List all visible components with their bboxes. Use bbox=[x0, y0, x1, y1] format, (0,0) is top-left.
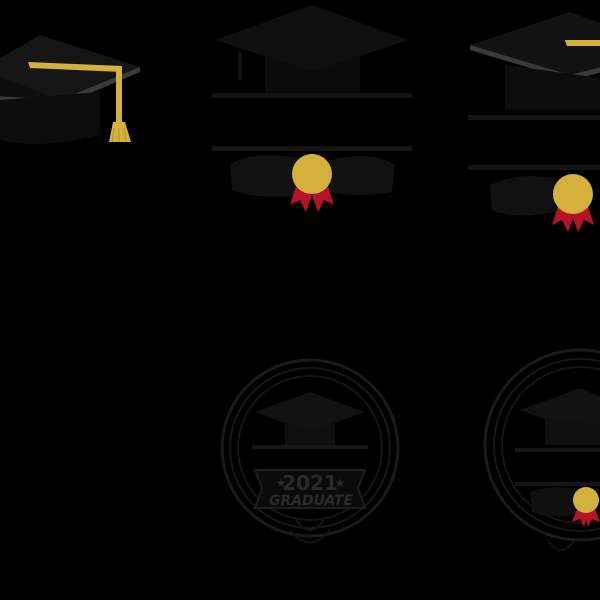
graduate-emblem-icon bbox=[483, 348, 600, 551]
award-medal-icon bbox=[572, 487, 600, 527]
badge-star-right: ★ bbox=[335, 476, 346, 490]
badge-label: GRADUATE bbox=[269, 493, 354, 509]
award-medal-icon bbox=[290, 154, 334, 212]
diploma-scroll-icon bbox=[468, 165, 600, 216]
tassel-icon bbox=[28, 62, 131, 143]
diploma-scroll-icon bbox=[212, 146, 412, 197]
award-medal-icon bbox=[552, 174, 594, 232]
graduation-cap-icon bbox=[212, 5, 412, 98]
graduate-emblem-icon bbox=[220, 358, 400, 538]
badge-ornament bbox=[289, 519, 331, 544]
badge-star-left: ★ bbox=[276, 476, 287, 490]
badge-year: 2021 bbox=[282, 471, 338, 495]
graduation-cap-icon bbox=[468, 12, 600, 120]
